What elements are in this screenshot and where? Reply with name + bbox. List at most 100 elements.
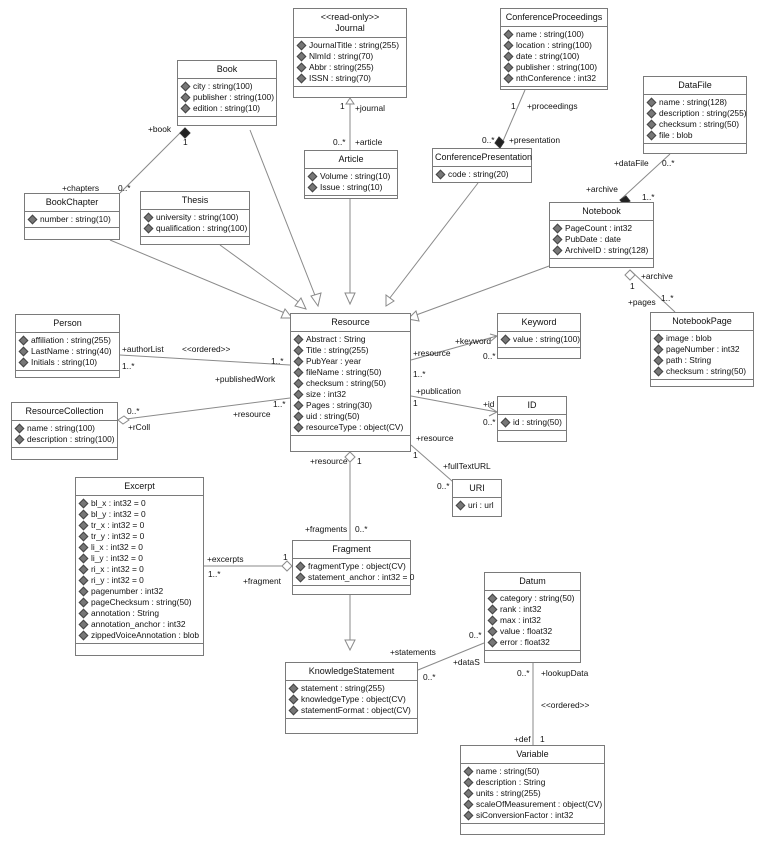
- role-label: +excerpts: [207, 554, 244, 564]
- attribute: value : float32: [487, 626, 577, 637]
- id-class[interactable]: ID id : string(50): [497, 396, 567, 442]
- attribute: pageChecksum : string(50): [78, 597, 200, 608]
- attribute: bl_y : int32 = 0: [78, 509, 200, 520]
- attribute-icon: [288, 683, 299, 694]
- attribute: error : float32: [487, 637, 577, 648]
- fragment-class[interactable]: Fragment fragmentType : object(CV) state…: [292, 540, 414, 595]
- chapter-generalization-line: [109, 239, 293, 317]
- multiplicity-label: 0..*: [333, 137, 346, 147]
- attribute: code : string(20): [435, 169, 528, 180]
- multiplicity-label: 1..*: [642, 192, 655, 202]
- conference-proceedings-class[interactable]: ConferenceProceedings name : string(100)…: [500, 8, 608, 90]
- attribute: Pages : string(30): [293, 400, 407, 411]
- attribute: size : int32: [293, 389, 407, 400]
- attribute: publisher : string(100): [180, 92, 274, 103]
- attribute: statement_anchor : int32 = 0: [295, 572, 414, 583]
- attribute-icon: [295, 561, 306, 572]
- variable-class[interactable]: Variable name : string(50) description :…: [460, 745, 605, 835]
- uri-class[interactable]: URI uri : url: [452, 479, 502, 517]
- role-label: +presentation: [509, 135, 560, 145]
- attribute: Issue : string(10): [307, 182, 394, 193]
- resource-class[interactable]: Resource Abstract : String Title : strin…: [290, 313, 411, 452]
- multiplicity-label: 0..*: [423, 672, 436, 682]
- fragment-aggregation-diamond: [281, 560, 293, 572]
- attribute-icon: [78, 520, 89, 531]
- multiplicity-label: 1..*: [122, 361, 135, 371]
- conference-proceedings-class-name: ConferenceProceedings: [505, 12, 603, 22]
- attribute: city : string(100): [180, 81, 273, 92]
- book-chapter-class[interactable]: BookChapter number : string(10): [24, 193, 120, 240]
- role-label: +article: [355, 137, 383, 147]
- role-label: +fragments: [305, 524, 348, 534]
- article-class[interactable]: Article Volume : string(10) Issue : stri…: [304, 150, 398, 199]
- attribute-icon: [288, 694, 299, 705]
- attribute-icon: [503, 40, 514, 51]
- attribute-icon: [500, 417, 511, 428]
- thesis-generalization-line: [219, 244, 305, 307]
- datum-class[interactable]: Datum category : string(50) rank : int32…: [484, 572, 581, 663]
- multiplicity-label: 1: [340, 101, 345, 111]
- role-label: +dataFile: [614, 158, 649, 168]
- multiplicity-label: 1: [283, 552, 288, 562]
- keyword-class[interactable]: Keyword value : string(100): [497, 313, 581, 359]
- attribute: number : string(10): [27, 214, 116, 225]
- attribute-icon: [503, 73, 514, 84]
- attribute-icon: [293, 334, 304, 345]
- stereotype-label: <<ordered>>: [182, 344, 231, 354]
- attribute: fragmentType : object(CV): [295, 561, 407, 572]
- attribute-icon: [295, 572, 306, 583]
- attribute-icon: [78, 619, 89, 630]
- attribute-icon: [487, 604, 498, 615]
- book-class[interactable]: Book city : string(100) publisher : stri…: [177, 60, 277, 126]
- keyword-class-name: Keyword: [521, 317, 557, 327]
- attribute: date : string(100): [503, 51, 604, 62]
- multiplicity-label: 0..*: [482, 135, 495, 145]
- thesis-class[interactable]: Thesis university : string(100) qualific…: [140, 191, 250, 245]
- attribute-icon: [653, 344, 664, 355]
- attribute: li_x : int32 = 0: [78, 542, 200, 553]
- attribute: category : string(50): [487, 593, 577, 604]
- role-label: +journal: [355, 103, 386, 113]
- journal-class-name: Journal: [335, 23, 365, 33]
- person-class[interactable]: Person affiliation : string(255) LastNam…: [15, 314, 120, 378]
- book-composition-diamond: [179, 127, 191, 139]
- multiplicity-label: 1: [357, 456, 362, 466]
- resource-collection-class[interactable]: ResourceCollection name : string(100) de…: [11, 402, 118, 460]
- uri-resource-line: [410, 444, 461, 489]
- attribute-icon: [463, 810, 474, 821]
- knowledge-statement-class[interactable]: KnowledgeStatement statement : string(25…: [285, 662, 418, 734]
- multiplicity-label: 1: [511, 101, 516, 111]
- notebook-class[interactable]: Notebook PageCount : int32 PubDate : dat…: [549, 202, 654, 268]
- role-label: +resource: [233, 409, 271, 419]
- attribute-icon: [552, 245, 563, 256]
- attribute: name : string(100): [14, 423, 114, 434]
- attribute-icon: [293, 400, 304, 411]
- attribute: qualification : string(100): [143, 223, 247, 234]
- multiplicity-label: 1..*: [208, 569, 221, 579]
- attribute-icon: [296, 73, 307, 84]
- attribute: Initials : string(10): [18, 357, 116, 368]
- book-generalization-line: [249, 129, 319, 304]
- journal-stereotype: <<read-only>>: [320, 12, 380, 22]
- attribute: PubYear : year: [293, 356, 407, 367]
- role-label: +statements: [390, 647, 436, 657]
- journal-class[interactable]: <<read-only>>Journal JournalTitle : stri…: [293, 8, 407, 98]
- attribute: annotation : String: [78, 608, 200, 619]
- notebook-page-class[interactable]: NotebookPage image : blob pageNumber : i…: [650, 312, 754, 387]
- multiplicity-label: 0..*: [469, 630, 482, 640]
- uri-class-name: URI: [469, 483, 485, 493]
- multiplicity-label: 1: [413, 450, 418, 460]
- data-file-class[interactable]: DataFile name : string(128) description …: [643, 76, 747, 154]
- attribute-icon: [293, 367, 304, 378]
- conference-presentation-class[interactable]: ConferencePresentation code : string(20): [432, 148, 532, 183]
- attribute-icon: [296, 51, 307, 62]
- attribute: PageCount : int32: [552, 223, 650, 234]
- attribute: id : string(50): [500, 417, 563, 428]
- role-label: +archive: [641, 271, 673, 281]
- excerpt-class[interactable]: Excerpt bl_x : int32 = 0 bl_y : int32 = …: [75, 477, 204, 656]
- attribute-icon: [27, 214, 38, 225]
- attribute-icon: [487, 637, 498, 648]
- multiplicity-label: 1: [630, 281, 635, 291]
- statement-arrowhead: [344, 639, 356, 652]
- attribute-icon: [296, 62, 307, 73]
